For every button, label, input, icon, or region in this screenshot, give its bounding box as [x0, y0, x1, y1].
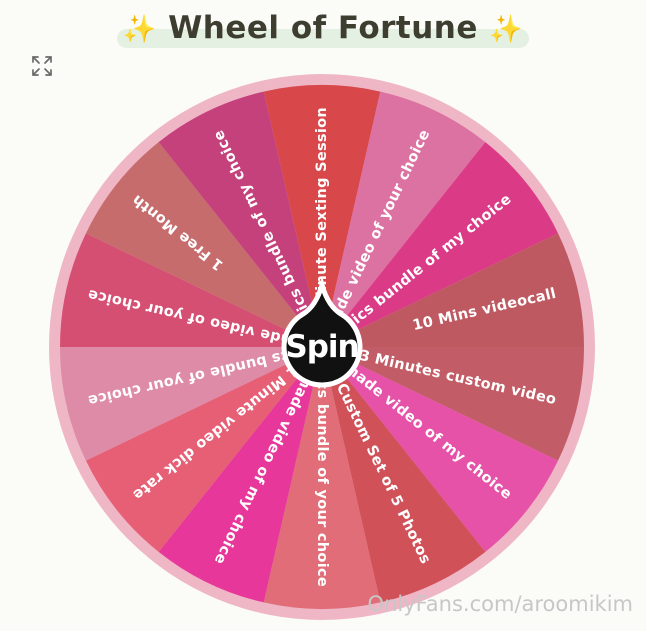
wheel-slice: [158, 347, 322, 603]
wheel-slice: [263, 85, 381, 347]
wheel-slice: [322, 142, 559, 347]
wheel-slice: [322, 347, 486, 603]
wheel-slice: [85, 347, 322, 552]
page-title: ✨ Wheel of Fortune ✨: [113, 6, 534, 52]
watermark: OnlyFans.com/aroomikim: [367, 592, 633, 616]
spin-label[interactable]: Spin: [285, 329, 359, 365]
wheel-slice: [263, 347, 381, 609]
expand-icon[interactable]: [31, 55, 53, 77]
spin-button[interactable]: Spin: [281, 275, 363, 388]
wheel-slice: [322, 91, 486, 347]
wheel-slice: [322, 233, 584, 347]
title-text: Wheel of Fortune: [168, 10, 478, 46]
wheel-slice: [60, 233, 322, 347]
title-bar: ✨ Wheel of Fortune ✨: [0, 6, 646, 52]
wheel-slice: [322, 347, 559, 552]
sparkle-right-icon: ✨: [489, 14, 524, 45]
wheel-slice-label: Pics bundle of your choice: [314, 365, 330, 587]
wheel-slice: [85, 142, 322, 347]
wheel-slice: [60, 347, 322, 461]
wheel-slice-label: 15 Minute Sexting Session: [314, 107, 330, 332]
wheel-slice: [322, 347, 584, 461]
sparkle-left-icon: ✨: [122, 14, 157, 45]
wheel-slice: [158, 91, 322, 347]
